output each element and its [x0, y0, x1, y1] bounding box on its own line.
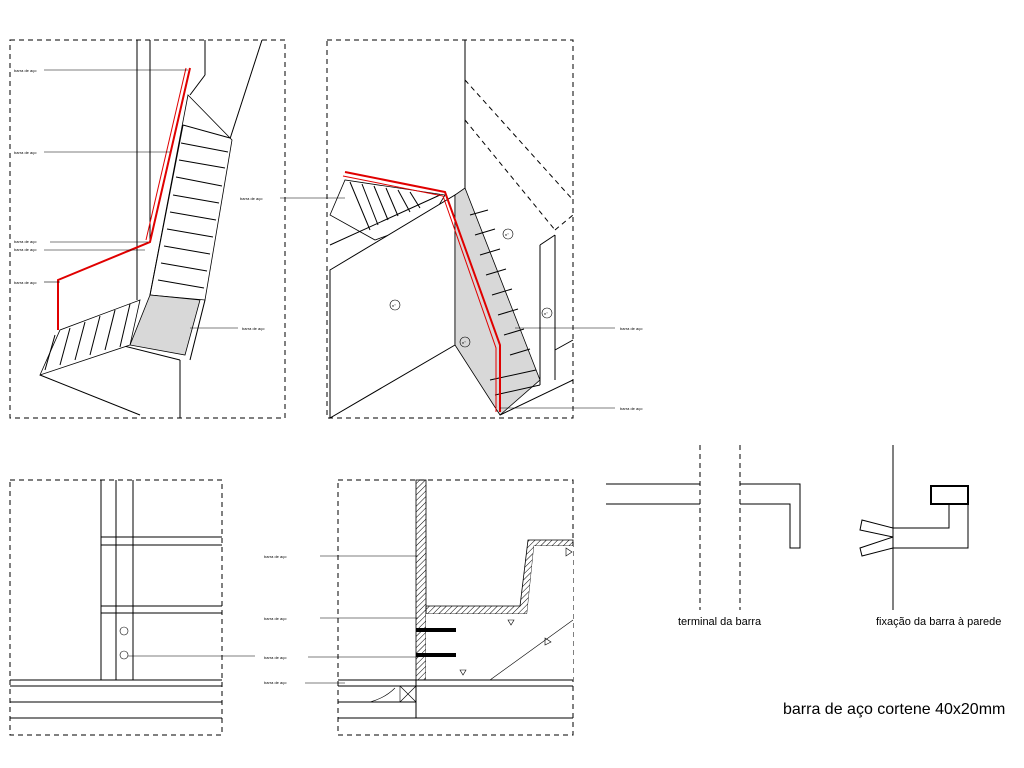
note: barra de aço [264, 680, 287, 685]
marker-text: n° [462, 340, 466, 345]
note: barra de aço [242, 326, 265, 331]
note: barra de aço [14, 68, 37, 73]
panel-front-elevation [9, 479, 223, 736]
note: barra de aço [240, 196, 263, 201]
handrail [57, 67, 191, 330]
upper-flight [149, 94, 233, 301]
stair-side [454, 187, 541, 416]
wall-section [415, 479, 427, 681]
note: barra de aço [264, 616, 287, 621]
note: barra de aço [14, 150, 37, 155]
terminal-label: terminal da barra [678, 616, 762, 628]
marker-text: n° [505, 232, 509, 237]
panel-frame [9, 39, 286, 419]
panel-stair-view-left: barra de aço barra de aço barra de aço b… [9, 39, 286, 419]
material-spec: barra de aço cortene 40x20mm [783, 701, 1005, 718]
marker-text: n° [392, 303, 396, 308]
reference-marker [502, 228, 514, 240]
panel-frame [326, 39, 574, 419]
panel-stair-view-right: n° n° n° n° barra de aço barra de aço ba… [240, 39, 643, 419]
anchor-bar [416, 653, 456, 657]
note: barra de aço [264, 655, 287, 660]
note: barra de aço [14, 247, 37, 252]
stair-steps [469, 209, 541, 396]
lower-flight [39, 299, 141, 416]
fixing-label: fixação da barra à parede [876, 616, 1001, 628]
note: barra de aço [620, 406, 643, 411]
detail-bar-terminal: terminal da barra [606, 445, 801, 628]
note: barra de aço [14, 239, 37, 244]
landing [129, 294, 201, 356]
detail-wall-fixing: fixação da barra à parede [859, 445, 1001, 628]
bolt-icon [119, 650, 129, 660]
handrail [344, 171, 501, 412]
reference-marker [541, 307, 553, 319]
note: barra de aço [14, 280, 37, 285]
note: barra de aço [620, 326, 643, 331]
reference-marker [389, 299, 401, 311]
note: barra de aço [264, 554, 287, 559]
anchor-bar [416, 628, 456, 632]
reference-marker [459, 336, 471, 348]
bolt-icon [119, 626, 129, 636]
marker-text: n° [544, 311, 548, 316]
panel-section-detail: barra de aço barra de aço barra de aço b… [128, 479, 574, 736]
